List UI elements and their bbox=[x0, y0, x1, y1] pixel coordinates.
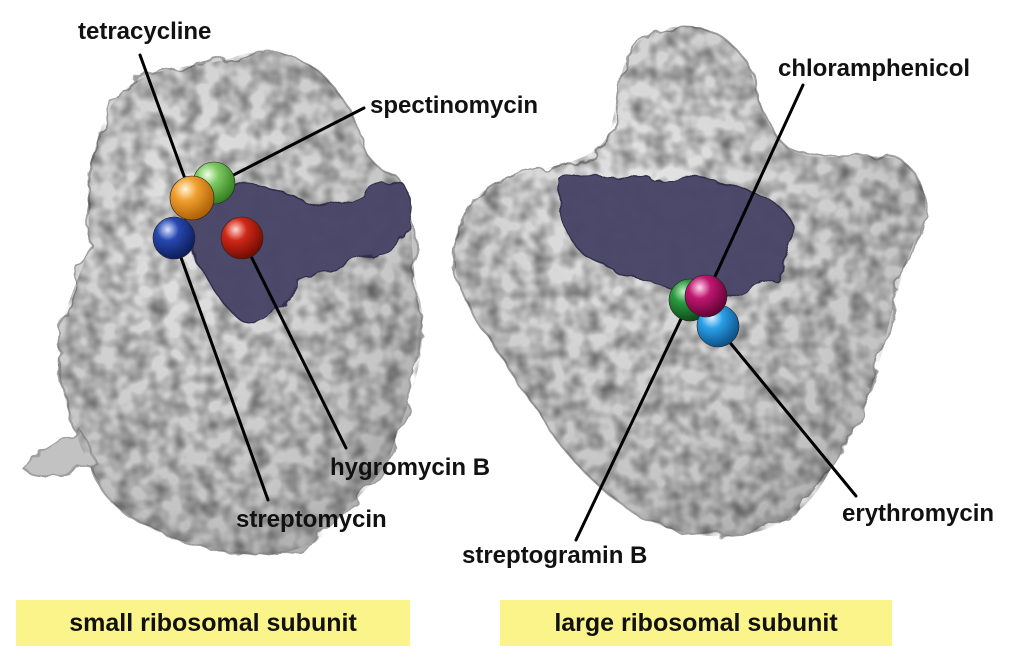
small-subunit-caption: small ribosomal subunit bbox=[16, 600, 410, 646]
tetracycline-leader bbox=[138, 53, 194, 200]
streptomycin-label: streptomycin bbox=[236, 506, 387, 533]
streptomycin-sphere bbox=[152, 216, 196, 260]
streptogramin-b-label: streptogramin B bbox=[462, 542, 648, 569]
tetracycline-label: tetracycline bbox=[78, 18, 212, 45]
spectinomycin-label: spectinomycin bbox=[370, 92, 539, 119]
chloramphenicol-leader bbox=[704, 83, 805, 298]
streptogramin-b-leader bbox=[574, 298, 692, 542]
large-subunit-caption: large ribosomal subunit bbox=[500, 600, 892, 646]
chloramphenicol-label: chloramphenicol bbox=[778, 55, 971, 82]
chloramphenicol-sphere bbox=[684, 274, 728, 318]
streptomycin-leader bbox=[172, 236, 270, 502]
hygromycin-b-label: hygromycin B bbox=[330, 454, 491, 481]
tetracycline-sphere bbox=[169, 175, 215, 221]
erythromycin-label: erythromycin bbox=[842, 500, 995, 527]
spectinomycin-leader bbox=[212, 106, 366, 187]
hygromycin-b-sphere bbox=[220, 216, 264, 260]
small-subunit-structure bbox=[23, 51, 424, 556]
hygromycin-b-leader bbox=[240, 236, 348, 450]
erythromycin-leader bbox=[716, 326, 858, 498]
